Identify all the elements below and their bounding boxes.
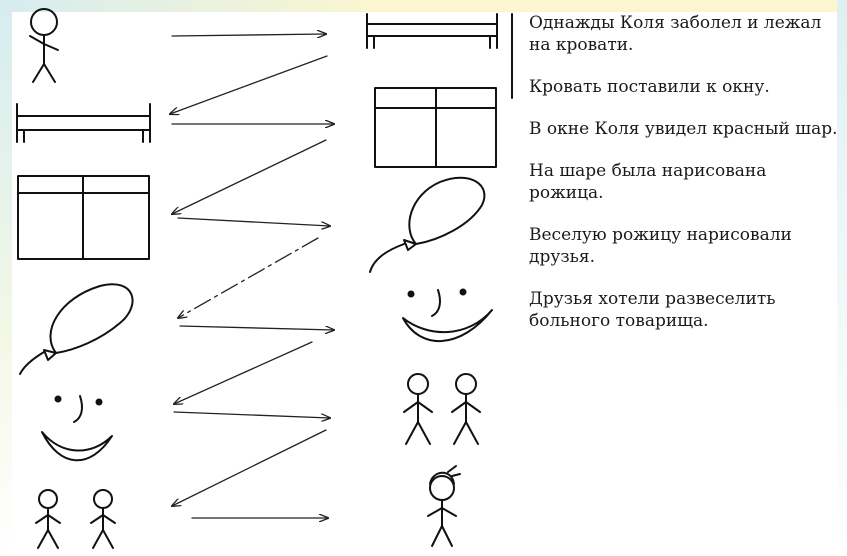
sentence-3: В окне Коля увидел красный шар. bbox=[529, 119, 838, 139]
right-bed bbox=[366, 13, 498, 49]
sentence-4: На шаре была нарисована рожица. bbox=[529, 161, 767, 203]
sentence-2: Кровать поставили к окну. bbox=[529, 77, 770, 97]
left-window bbox=[17, 175, 150, 260]
arrow-left-2 bbox=[172, 139, 327, 214]
arrow-right-4 bbox=[179, 325, 334, 330]
arrow-right-5 bbox=[173, 411, 330, 418]
right-balloon bbox=[369, 176, 486, 273]
arrow-left-3 bbox=[178, 237, 319, 318]
arrow-right-3 bbox=[177, 217, 330, 226]
decorative-top-band bbox=[0, 0, 847, 12]
sentence-1: Однажды Коля заболел и лежал на кровати. bbox=[529, 13, 822, 55]
right-smiley-face bbox=[402, 288, 493, 342]
sentence-6: Друзья хотели развеселить больного товар… bbox=[529, 289, 776, 331]
left-smiley-face bbox=[41, 395, 113, 462]
right-two-friends bbox=[403, 373, 481, 445]
arrow-left-5 bbox=[172, 429, 327, 506]
left-balloon bbox=[19, 283, 134, 375]
decorative-left-band bbox=[0, 0, 12, 556]
right-window bbox=[374, 87, 497, 168]
decorative-right-band bbox=[837, 0, 847, 556]
left-bed bbox=[16, 103, 151, 143]
arrows bbox=[170, 34, 334, 518]
arrow-right-1 bbox=[171, 34, 326, 36]
sentence-5: Веселую рожицу нарисовали друзья. bbox=[529, 225, 792, 267]
arrow-left-4 bbox=[174, 341, 313, 404]
sentence-list: Однажды Коля заболел и лежал на кровати.… bbox=[529, 12, 841, 352]
arrow-left-1 bbox=[170, 55, 328, 114]
left-boy-figure bbox=[29, 8, 59, 83]
left-two-friends bbox=[35, 489, 116, 549]
right-boy-with-cap bbox=[427, 465, 461, 547]
